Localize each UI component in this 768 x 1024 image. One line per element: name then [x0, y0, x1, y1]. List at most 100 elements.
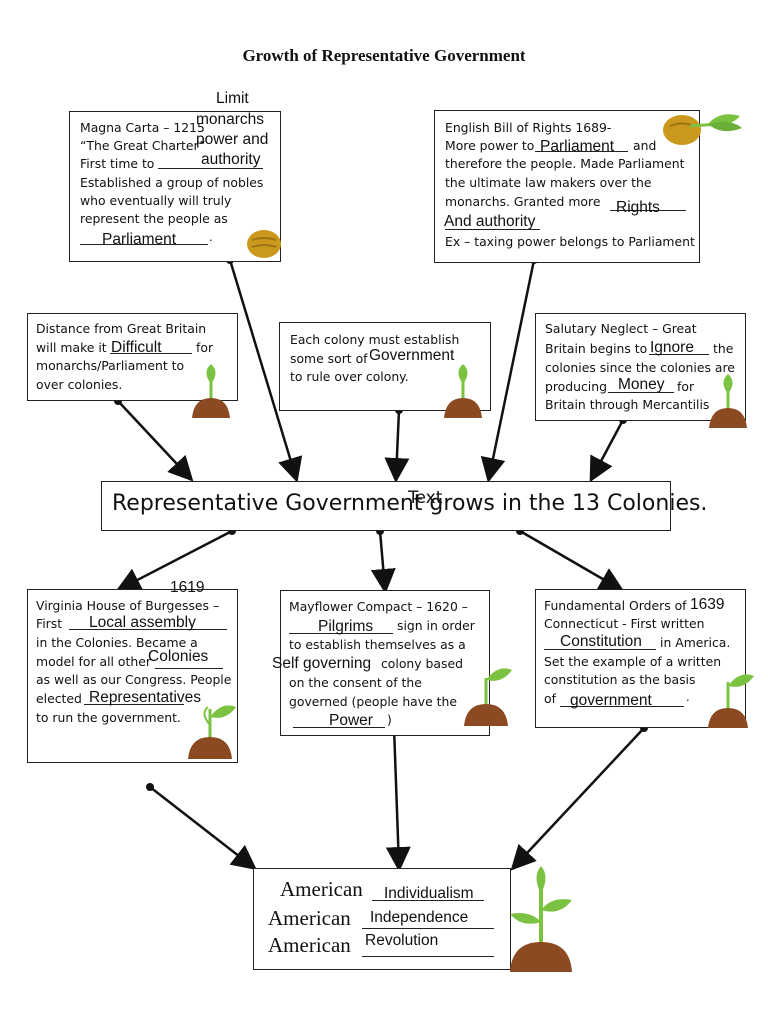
fundamental-blank-2 — [560, 694, 684, 707]
distance-line-2: will make it — [36, 340, 107, 355]
magna-blank-1 — [158, 156, 263, 169]
bill-line-4: the ultimate law makers over the — [445, 175, 652, 190]
arrow-distance — [117, 400, 194, 482]
mayflower-line-3: to establish themselves as a — [289, 637, 466, 652]
arrow-fundamental — [519, 529, 625, 592]
virginia-line-2: First — [36, 616, 63, 631]
arrow-virginia — [115, 529, 233, 592]
arrow-mayflower-american — [385, 726, 411, 872]
magna-line-6: represent the people as — [80, 211, 228, 226]
neglect-blank-2 — [608, 380, 674, 393]
fundamental-line-5: constitution as the basis — [544, 672, 696, 687]
mayflower-line-5: on the consent of the — [289, 675, 422, 690]
arrow-colony — [384, 409, 410, 483]
american-summary-box — [253, 868, 511, 970]
american-label-1: American — [280, 877, 363, 901]
arrow-neglect — [589, 419, 625, 483]
plant-icon — [510, 866, 572, 972]
answer-local-assembly: Local assembly — [89, 614, 196, 631]
bill-of-rights-box: English Bill of Rights 1689- More power … — [434, 110, 700, 263]
virginia-line-3: in the Colonies. Became a — [36, 635, 198, 650]
answer-parliament-bill: Parliament — [540, 138, 615, 155]
answer-authority: authority — [201, 151, 261, 168]
answer-rights: Rights — [616, 199, 660, 216]
arrow-mayflower — [370, 530, 396, 594]
virginia-blank-1 — [69, 617, 227, 630]
american-label-2: American — [268, 906, 351, 930]
answer-representatives: Representatives — [89, 689, 202, 706]
central-statement: Representative Government grows in the 1… — [101, 481, 707, 531]
fundamental-orders-box: Fundamental Orders of Connecticut - Firs… — [535, 589, 746, 728]
magna-carta-box: Magna Carta – 1215 “The Great Charter” F… — [69, 111, 281, 262]
arrow-bill — [480, 259, 536, 483]
mayflower-line-1: Mayflower Compact – 1620 – — [289, 599, 468, 614]
magna-line-4: Established a group of nobles — [80, 175, 264, 190]
answer-monarchs: monarchs — [196, 111, 265, 128]
fundamental-line-1: Fundamental Orders of — [544, 598, 687, 613]
bill-line-6: Ex – taxing power belongs to Parliament — [445, 234, 695, 249]
virginia-burgesses-box: Virginia House of Burgesses – First in t… — [27, 589, 238, 763]
sprout-icon — [188, 705, 236, 759]
arrow-magna — [228, 259, 303, 483]
sprout-icon — [708, 674, 754, 728]
sprout-icon — [464, 668, 512, 726]
magna-line-3: First time to — [80, 156, 155, 171]
fundamental-line-4: Set the example of a written — [544, 654, 722, 669]
colony-line-1: Each colony must establish — [290, 332, 460, 347]
answer-individualism: Individualism — [384, 885, 474, 902]
fundamental-blank-1 — [544, 637, 656, 650]
answer-revolution: Revolution — [365, 932, 439, 949]
magna-line-1: Magna Carta – 1215 — [80, 120, 205, 135]
distance-line-2b: for — [196, 340, 214, 355]
neglect-line-5: Britain through Mercantilis — [545, 397, 710, 412]
mayflower-blank-2 — [293, 715, 385, 728]
bill-blank-2 — [610, 198, 686, 211]
colony-line-2: some sort of — [290, 351, 368, 366]
mayflower-line-4: colony based — [381, 656, 463, 671]
answer-independence: Independence — [370, 909, 469, 926]
answer-pilgrims: Pilgrims — [318, 618, 374, 635]
seed-icon — [247, 230, 281, 258]
answer-colonies: Colonies — [148, 648, 209, 665]
fundamental-line-3: in America. — [660, 635, 731, 650]
arrow-fundamental-american — [510, 727, 645, 871]
neglect-line-4: producing — [545, 379, 607, 394]
colony-government-box: Each colony must establish some sort of … — [279, 322, 491, 411]
bill-line-1: English Bill of Rights 1689- — [445, 120, 612, 135]
neglect-line-2: Britain begins to — [545, 341, 648, 356]
american-blank-2 — [362, 916, 494, 929]
salutary-neglect-box: Salutary Neglect – Great Britain begins … — [535, 313, 746, 421]
colony-line-3: to rule over colony. — [290, 369, 409, 384]
mayflower-line-7: ) — [387, 712, 392, 727]
bill-blank-3 — [445, 217, 540, 230]
mayflower-line-2: sign in order — [397, 618, 475, 633]
magna-blank-2 — [80, 232, 208, 245]
sprout-icon — [444, 364, 482, 418]
virginia-line-1: Virginia House of Burgesses – — [36, 598, 220, 613]
american-label-3: American — [268, 933, 351, 957]
answer-difficult: Difficult — [111, 339, 162, 356]
central-statement-text: Representative Government grows in the 1… — [112, 491, 708, 516]
answer-parliament-magna: Parliament — [102, 231, 177, 248]
virginia-blank-3 — [84, 692, 184, 705]
fundamental-period: . — [686, 689, 690, 704]
text-overlay-label: Text — [408, 488, 443, 508]
neglect-line-4b: for — [677, 379, 695, 394]
virginia-line-4: model for all other — [36, 654, 151, 669]
answer-constitution: Constitution — [560, 633, 642, 650]
virginia-line-6: elected — [36, 691, 82, 706]
answer-year-1639: 1639 — [690, 596, 725, 613]
distance-box: Distance from Great Britain will make it… — [27, 313, 238, 401]
magna-line-5: who eventually will truly — [80, 193, 232, 208]
answer-limit: Limit — [216, 90, 249, 107]
bill-blank-1 — [535, 139, 628, 152]
bill-line-5: monarchs. Granted more — [445, 194, 601, 209]
page-title: Growth of Representative Government — [242, 46, 526, 65]
sprouting-seed-icon — [663, 114, 742, 145]
answer-money: Money — [618, 376, 665, 393]
distance-line-4: over colonies. — [36, 377, 123, 392]
mayflower-line-6: governed (people have the — [289, 694, 458, 709]
answer-self-governing: Self governing — [272, 655, 372, 672]
answer-government-fundamental: government — [570, 692, 652, 709]
